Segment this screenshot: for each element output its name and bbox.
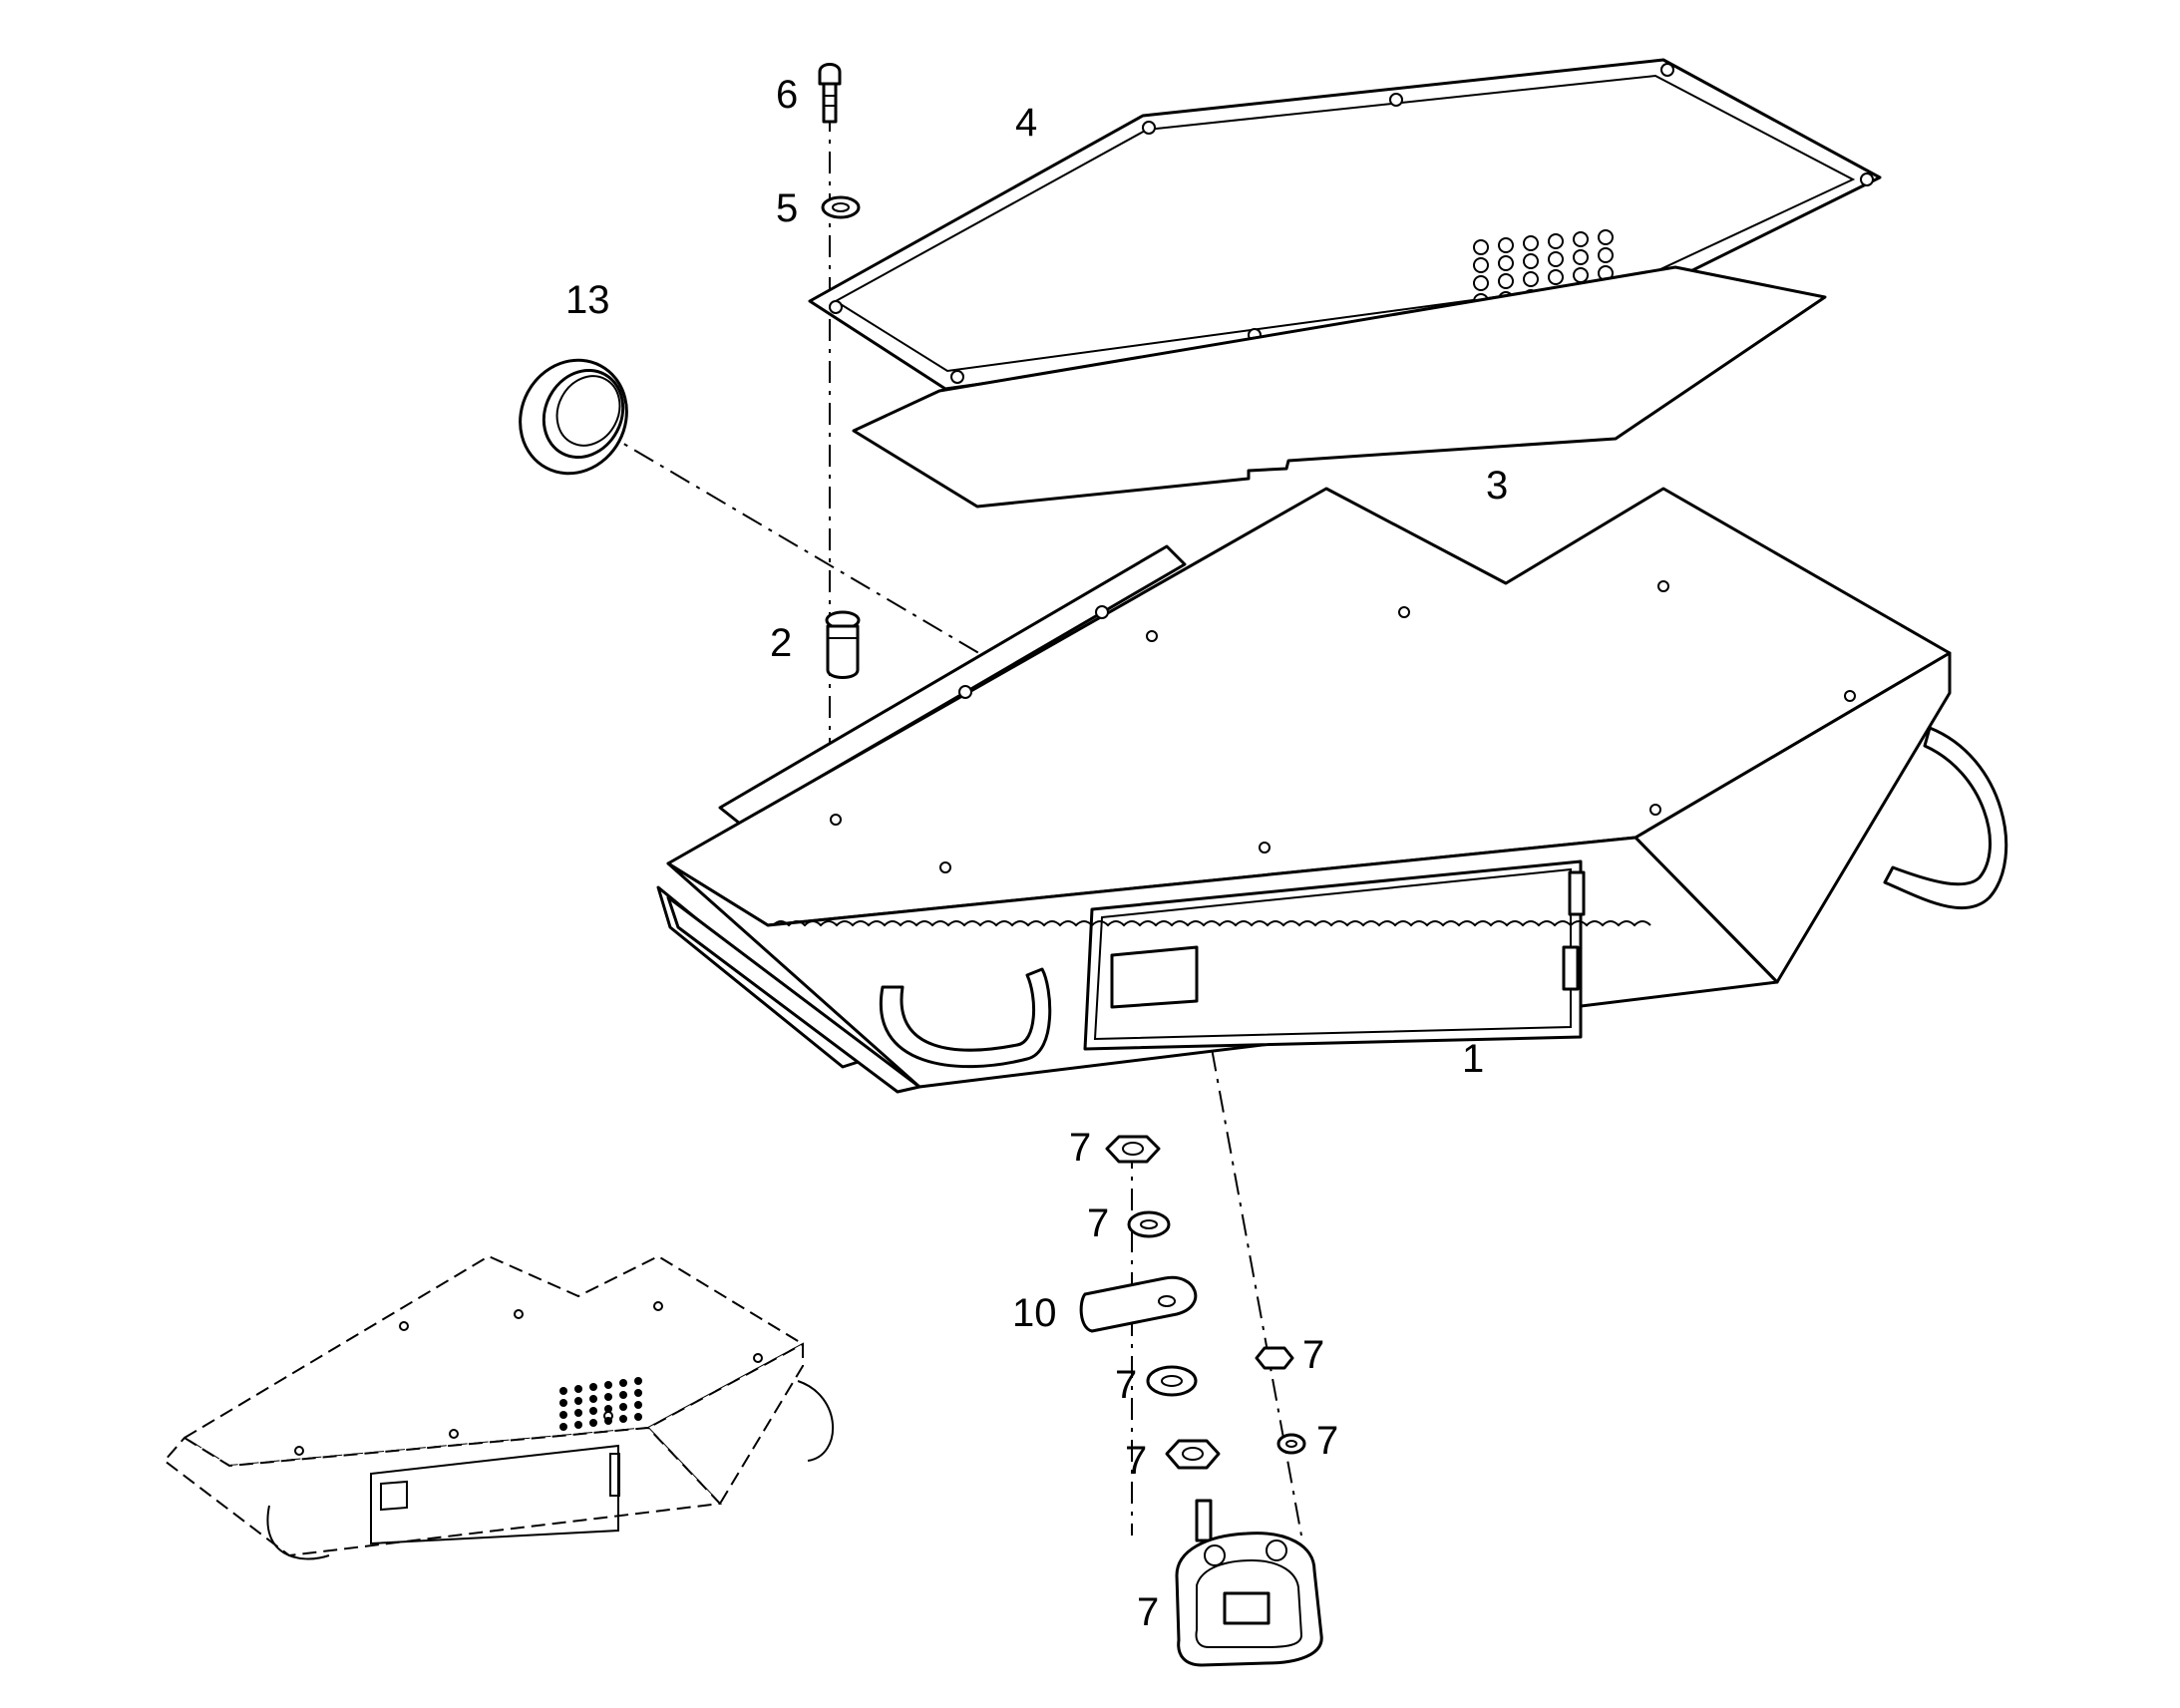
gasket (852, 265, 1827, 509)
washer-upper (1127, 1210, 1171, 1238)
callout-7-lower-washer: 7 (1115, 1363, 1137, 1407)
bolt (818, 63, 842, 124)
callout-7-upper-washer: 7 (1087, 1201, 1109, 1245)
latch-assembly (1175, 1499, 1323, 1667)
callout-7-top-nut: 7 (1069, 1126, 1091, 1170)
callout-6: 6 (776, 73, 798, 117)
hex-nut-lower (1165, 1439, 1221, 1470)
overview-vent-pattern (559, 1377, 642, 1431)
callout-3: 3 (1486, 464, 1508, 508)
callout-13: 13 (565, 278, 610, 322)
callout-2: 2 (770, 621, 792, 665)
callout-7-latch: 7 (1137, 1590, 1159, 1634)
callout-7-lower-nut: 7 (1125, 1439, 1147, 1483)
callout-10: 10 (1012, 1291, 1057, 1335)
latch-lever (1079, 1275, 1198, 1333)
callout-5: 5 (776, 186, 798, 230)
assembly-overview (163, 1254, 834, 1560)
callout-labels: 6 4 5 13 3 2 1 7 7 10 7 7 7 7 7 (565, 73, 1508, 1634)
spacer-sleeve (825, 610, 861, 679)
callout-7-small-washer: 7 (1316, 1419, 1338, 1463)
washer-lower (1146, 1365, 1198, 1397)
callout-7-small-nut: 7 (1302, 1333, 1324, 1377)
hex-nut-top (1105, 1135, 1161, 1164)
callout-1: 1 (1462, 1037, 1484, 1081)
grommet-ring (519, 358, 628, 476)
small-nut (1255, 1346, 1294, 1370)
callout-4: 4 (1015, 101, 1037, 145)
housing (656, 487, 2008, 1094)
washer (821, 195, 861, 219)
small-washer (1276, 1433, 1306, 1455)
